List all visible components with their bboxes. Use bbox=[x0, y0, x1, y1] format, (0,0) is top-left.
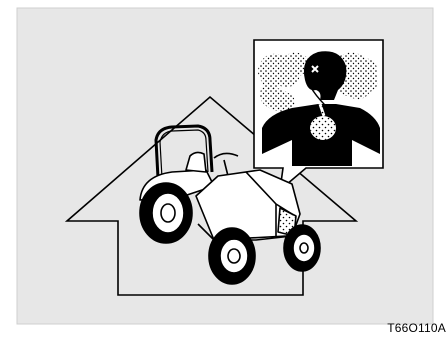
poison-gas-warning-icon bbox=[254, 40, 383, 190]
figure-code-label: T66O110A bbox=[387, 321, 446, 335]
